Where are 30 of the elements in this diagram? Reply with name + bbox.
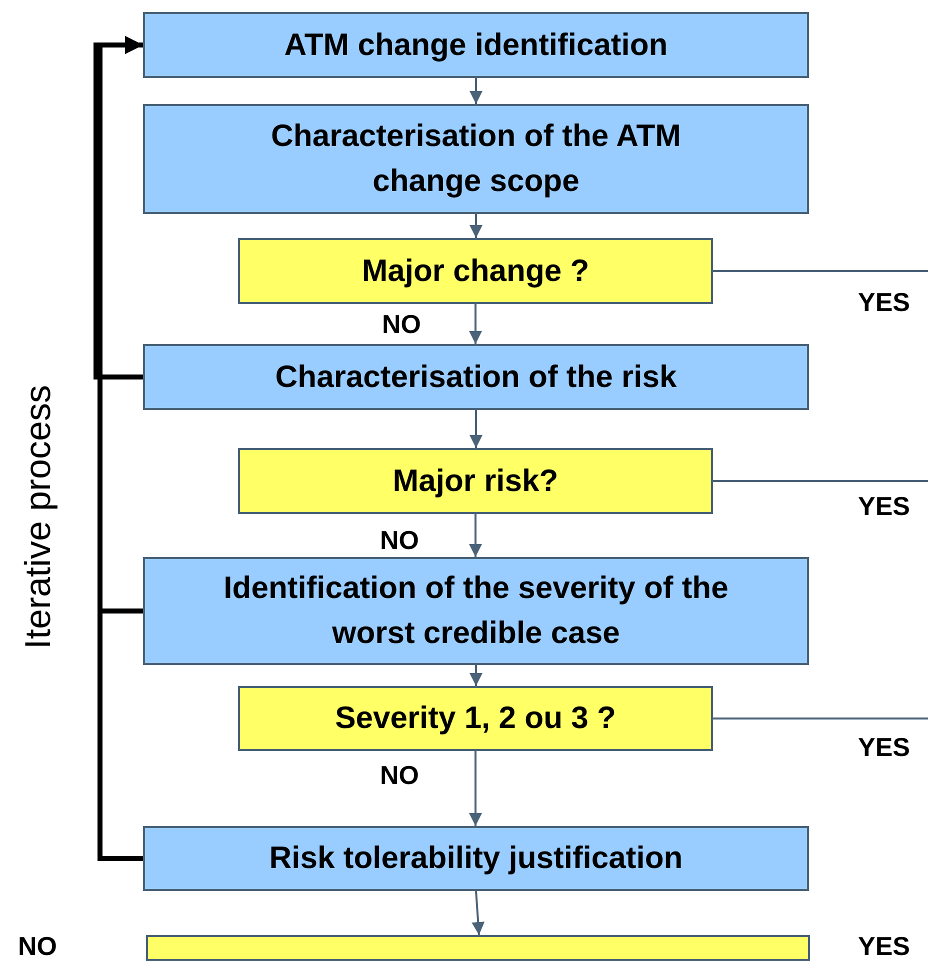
process-box <box>143 557 809 665</box>
arrow <box>470 214 482 238</box>
box-shape <box>146 935 810 961</box>
vertical-label: Iterative process <box>20 384 56 650</box>
arrow <box>470 665 482 686</box>
box-text: ATM change identification <box>284 26 668 64</box>
connector-line <box>713 718 928 720</box>
decision-box <box>238 238 713 304</box>
process-box <box>143 12 809 78</box>
box-text: Identification of the severity of the worst credible case <box>222 569 730 652</box>
process-box <box>143 344 809 410</box>
box-text: Major change ? <box>362 252 590 290</box>
arrow <box>470 410 482 448</box>
box-text: Characterisation of the risk <box>275 358 677 396</box>
arrow <box>470 78 482 104</box>
arrow <box>469 514 482 557</box>
connector-line <box>713 270 928 272</box>
connector-line <box>713 480 928 482</box>
box-text: Characterisation of the ATM change scope <box>270 117 682 200</box>
box-text: Major risk? <box>392 462 558 500</box>
decision-box <box>238 448 713 514</box>
process-box <box>143 104 809 214</box>
decision-box <box>238 686 713 751</box>
box-text: Risk tolerability justification <box>269 839 683 878</box>
process-box <box>143 826 809 891</box>
box-text: Severity 1, 2 ou 3 ? <box>335 699 616 738</box>
arrow <box>472 890 485 936</box>
arrow <box>469 751 482 826</box>
feedback-arrow <box>98 36 143 861</box>
arrow <box>469 304 482 344</box>
